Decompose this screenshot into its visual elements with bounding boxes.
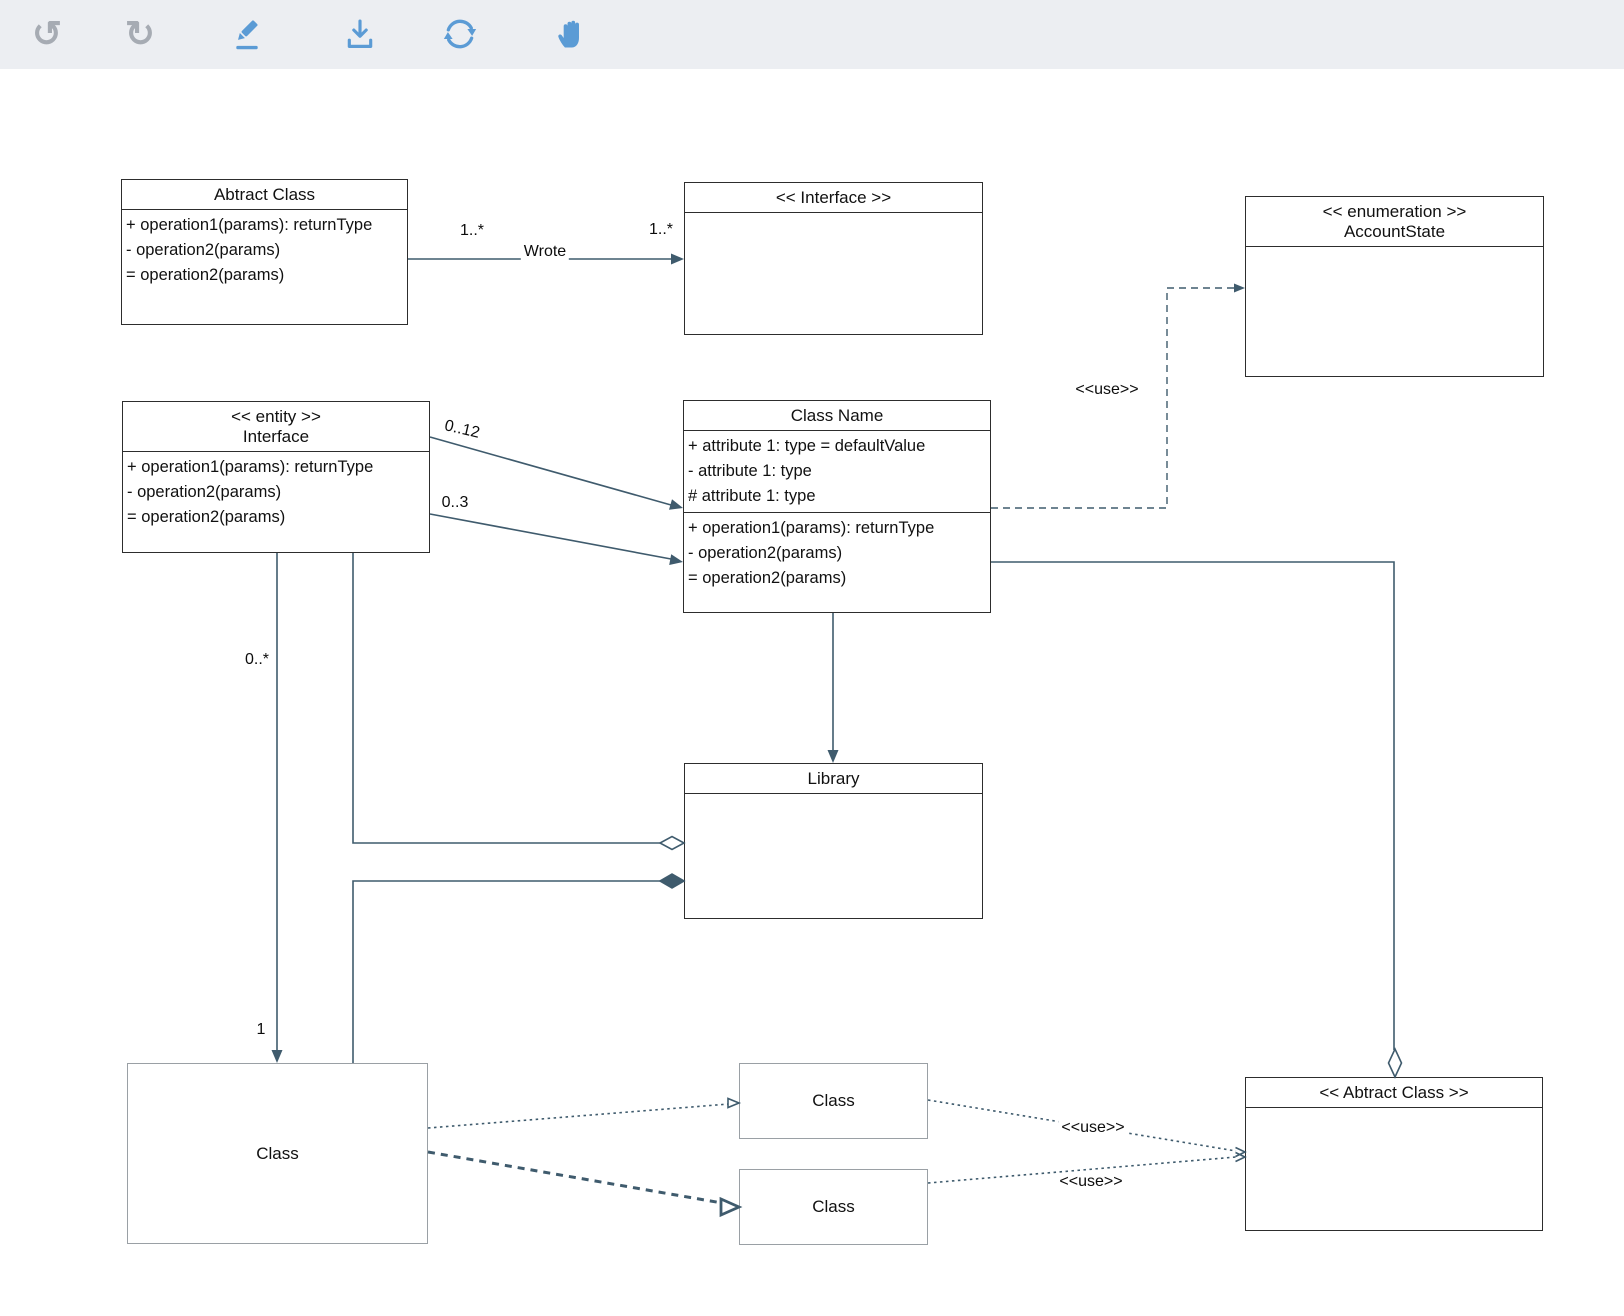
edit-pencil-icon[interactable] <box>227 14 267 54</box>
hollow-diamond-aggregation <box>658 835 686 851</box>
arrowhead-0-3 <box>669 554 683 565</box>
undo-icon[interactable]: ↺ <box>31 13 63 54</box>
multiplicity-label[interactable]: 1..* <box>459 222 485 239</box>
operation-item: = operation2(params) <box>688 569 847 587</box>
sync-icon[interactable] <box>440 14 480 54</box>
operation-item: + operation1(params): returnType <box>127 458 374 476</box>
multiplicity-label[interactable]: 1..* <box>648 221 674 238</box>
pan-hand-icon[interactable] <box>551 14 591 54</box>
arrowhead-use-enumeration <box>1234 283 1245 293</box>
attribute-item: # attribute 1: type <box>688 487 816 505</box>
class-title: Interface <box>242 427 310 446</box>
class-title: Class <box>812 1091 855 1110</box>
operation-item: = operation2(params) <box>126 266 285 284</box>
class-title: Class <box>256 1143 299 1163</box>
empty-compartment <box>685 213 982 219</box>
edge-composition-library <box>352 880 661 1063</box>
class-box-entity-interface[interactable]: << entity >> Interface + operation1(para… <box>122 401 430 553</box>
multiplicity-label[interactable]: 0..12 <box>442 417 482 442</box>
download-icon[interactable] <box>340 14 380 54</box>
class-box-class-small-bottom[interactable]: Class <box>739 1169 928 1245</box>
edge-classname-abstract <box>991 561 1395 1050</box>
empty-compartment <box>1246 1108 1542 1114</box>
use-stereotype-label[interactable]: <<use>> <box>1075 381 1139 398</box>
operations-compartment: + operation1(params): returnType - opera… <box>122 210 407 291</box>
class-box-library[interactable]: Library <box>684 763 983 919</box>
class-title: Class Name <box>684 401 990 431</box>
arrowhead-library <box>827 750 839 763</box>
arrowhead-use-top <box>1235 1146 1247 1158</box>
operation-item: - operation2(params) <box>126 241 281 259</box>
attribute-item: + attribute 1: type = defaultValue <box>688 437 926 455</box>
stereotype: << enumeration >> <box>1322 202 1467 221</box>
operation-item: - operation2(params) <box>127 483 282 501</box>
operation-item: + operation1(params): returnType <box>126 216 373 234</box>
class-box-class-name[interactable]: Class Name + attribute 1: type = default… <box>683 400 991 613</box>
use-stereotype-label[interactable]: <<use>> <box>1058 1119 1128 1137</box>
class-box-class-small-top[interactable]: Class <box>739 1063 928 1139</box>
edge-dependency-top <box>427 1103 730 1129</box>
edge-aggregation-library <box>352 553 661 844</box>
operation-item: - operation2(params) <box>688 544 843 562</box>
class-title: Class <box>812 1197 855 1216</box>
attributes-compartment: + attribute 1: type = defaultValue - att… <box>684 431 990 512</box>
empty-compartment <box>685 794 982 800</box>
class-box-interface[interactable]: << Interface >> <box>684 182 983 335</box>
multiplicity-label[interactable]: 1 <box>256 1021 266 1038</box>
toolbar: ↺ ↻ <box>0 0 1624 69</box>
arrowhead-class <box>271 1050 283 1063</box>
class-box-abtract-class[interactable]: Abtract Class + operation1(params): retu… <box>121 179 408 325</box>
redo-icon[interactable]: ↻ <box>124 13 156 54</box>
edge-dependency-bottom <box>427 1150 723 1205</box>
multiplicity-label[interactable]: 0..3 <box>441 494 469 511</box>
class-box-abtract-class-bottom-right[interactable]: << Abtract Class >> <box>1245 1077 1543 1231</box>
operations-compartment: + operation1(params): returnType - opera… <box>123 452 429 533</box>
operation-item: + operation1(params): returnType <box>688 519 935 537</box>
use-stereotype-label[interactable]: <<use>> <box>1056 1173 1126 1191</box>
class-box-class-big[interactable]: Class <box>127 1063 428 1244</box>
arrowhead-use-bottom <box>1235 1151 1247 1163</box>
operations-compartment: + operation1(params): returnType - opera… <box>684 512 990 594</box>
edge-0-3-association <box>429 513 672 560</box>
class-title: Abtract Class <box>122 180 407 210</box>
class-title: << Interface >> <box>685 183 982 213</box>
arrowhead-0-12 <box>669 499 683 510</box>
class-header: << entity >> Interface <box>123 402 429 452</box>
operation-item: = operation2(params) <box>127 508 286 526</box>
filled-diamond-composition <box>658 873 686 889</box>
arrowhead-wrote <box>671 253 684 265</box>
class-title: Library <box>685 764 982 794</box>
attribute-item: - attribute 1: type <box>688 462 812 480</box>
open-arrowhead-dependency-bottom <box>719 1196 743 1218</box>
hollow-diamond-abstract <box>1387 1047 1403 1079</box>
stereotype: << entity >> <box>231 407 321 426</box>
empty-compartment <box>1246 247 1543 253</box>
class-header: << enumeration >> AccountState <box>1246 197 1543 247</box>
class-title: << Abtract Class >> <box>1246 1078 1542 1108</box>
association-name-label[interactable]: Wrote <box>520 243 570 261</box>
class-title: AccountState <box>1343 222 1446 241</box>
class-box-enumeration-accountstate[interactable]: << enumeration >> AccountState <box>1245 196 1544 377</box>
multiplicity-label[interactable]: 0..* <box>244 651 270 668</box>
open-arrowhead-dependency-top <box>727 1097 742 1109</box>
